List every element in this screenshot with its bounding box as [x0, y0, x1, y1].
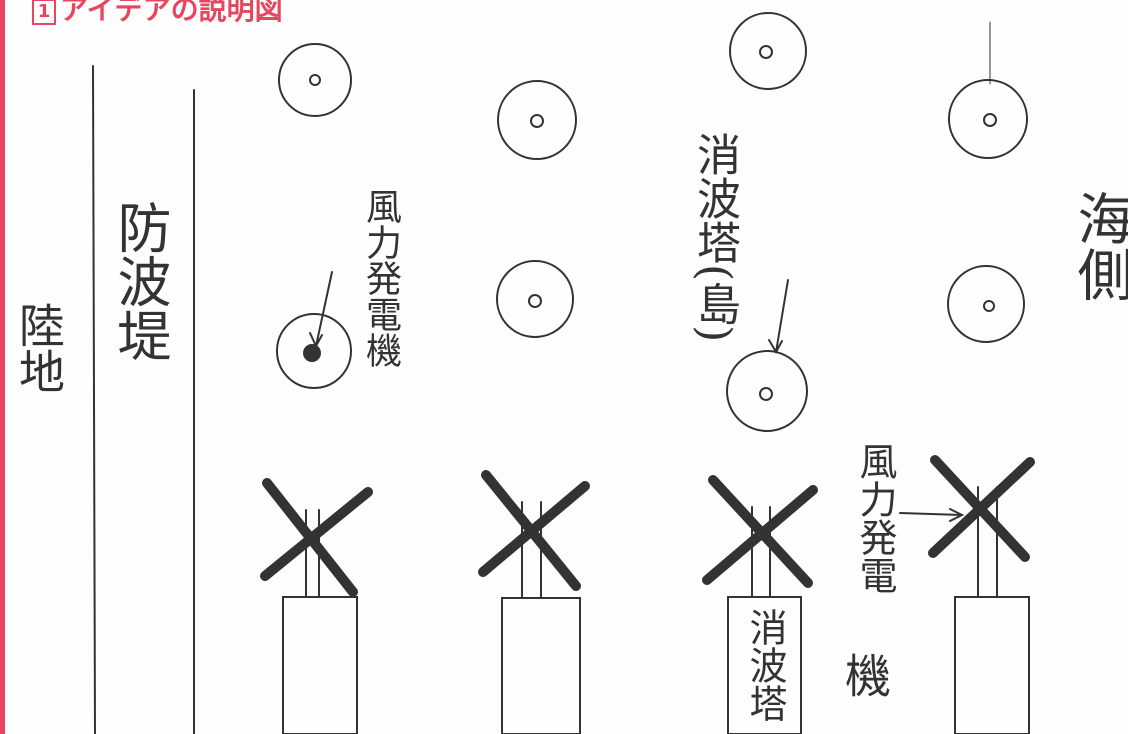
- arrow-to-wave-tower: [768, 279, 789, 355]
- side-view-turbine: [478, 470, 590, 734]
- wave-tower-island-label: 消波塔(島): [689, 132, 740, 343]
- arrow-to-side-turbine: [899, 508, 965, 522]
- side-view-turbine: [928, 455, 1035, 734]
- top-view-turbine: [497, 80, 577, 160]
- wind-turbine-label-side-tail: 機: [838, 652, 892, 698]
- top-view-turbine: [729, 12, 807, 90]
- arrow-to-turbine: [309, 271, 333, 349]
- sea-side-label: 海側: [1068, 190, 1128, 302]
- breakwater-label: 防波堤: [108, 200, 171, 362]
- top-view-turbine: [278, 43, 352, 117]
- top-view-turbine: [276, 313, 352, 389]
- heading-text: アイデアの説明図: [60, 0, 283, 26]
- top-view-turbine: [947, 265, 1025, 343]
- top-view-turbine: [948, 79, 1028, 159]
- land-label: 陸地: [12, 302, 66, 394]
- top-view-turbine: [496, 260, 574, 338]
- heading-number: 1: [32, 0, 56, 25]
- side-view-turbine: [260, 478, 373, 734]
- wind-turbine-label-side: 風力発電: [853, 442, 897, 594]
- red-margin-line: [0, 0, 5, 734]
- wind-turbine-label-top: 風力発電機: [360, 188, 401, 368]
- top-view-turbine: [726, 350, 808, 432]
- land-boundary-line: [92, 65, 96, 734]
- wave-tower-label: 消波塔: [743, 608, 787, 722]
- side-view-turbine: [702, 475, 818, 734]
